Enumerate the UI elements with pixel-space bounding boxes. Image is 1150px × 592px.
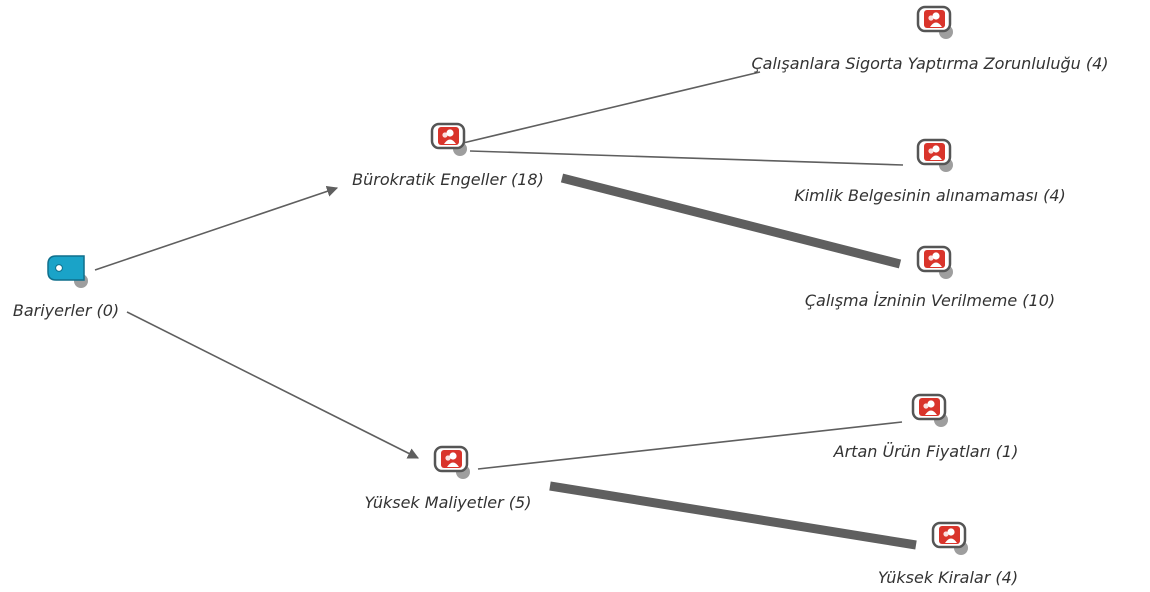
code-person-icon	[911, 393, 948, 427]
code-person-icon	[430, 122, 467, 156]
edge-burokratik-to-sigorta[interactable]	[462, 71, 761, 144]
code-person-icon	[916, 138, 953, 172]
edges-layer	[94, 71, 917, 550]
node-bariyerler[interactable]: Bariyerler (0)	[13, 255, 119, 320]
node-burokratik[interactable]: Bürokratik Engeller (18)	[352, 122, 544, 189]
edge-yuksek-maliyetler-to-yuksek-kiralar[interactable]	[549, 481, 917, 550]
node-kimlik[interactable]: Kimlik Belgesinin alınamaması (4)	[794, 138, 1066, 205]
node-label: Kimlik Belgesinin alınamaması (4)	[794, 186, 1066, 205]
tag-icon	[47, 255, 88, 288]
code-person-icon	[916, 5, 953, 39]
edge-bariyerler-to-yuksek-maliyetler[interactable]	[126, 311, 420, 459]
node-label: Yüksek Maliyetler (5)	[365, 493, 532, 512]
node-sigorta[interactable]: Çalışanlara Sigorta Yaptırma Zorunluluğu…	[751, 5, 1109, 73]
nodes-layer: Bariyerler (0) Bürokratik Engeller (18) Yü…	[13, 5, 1109, 587]
edge-burokratik-to-calisma-izni[interactable]	[560, 173, 902, 269]
code-person-icon	[931, 521, 968, 555]
node-yuksek-kiralar[interactable]: Yüksek Kiralar (4)	[878, 521, 1018, 587]
code-person-icon	[916, 245, 953, 279]
edge-burokratik-to-kimlik[interactable]	[469, 150, 904, 166]
code-person-icon	[433, 445, 470, 479]
node-label: Bariyerler (0)	[13, 301, 119, 320]
node-label: Artan Ürün Fiyatları (1)	[833, 442, 1019, 461]
node-label: Çalışanlara Sigorta Yaptırma Zorunluluğu…	[751, 54, 1108, 73]
node-artan-urun[interactable]: Artan Ürün Fiyatları (1)	[833, 393, 1019, 461]
edge-yuksek-maliyetler-to-artan-urun[interactable]	[477, 421, 903, 470]
node-label: Yüksek Kiralar (4)	[878, 568, 1018, 587]
node-label: Çalışma İzninin Verilmeme (10)	[805, 291, 1055, 310]
node-calisma-izni[interactable]: Çalışma İzninin Verilmeme (10)	[805, 245, 1055, 310]
node-label: Bürokratik Engeller (18)	[352, 170, 544, 189]
edge-bariyerler-to-burokratik[interactable]	[94, 185, 339, 271]
node-yuksek-maliyetler[interactable]: Yüksek Maliyetler (5)	[365, 445, 532, 512]
